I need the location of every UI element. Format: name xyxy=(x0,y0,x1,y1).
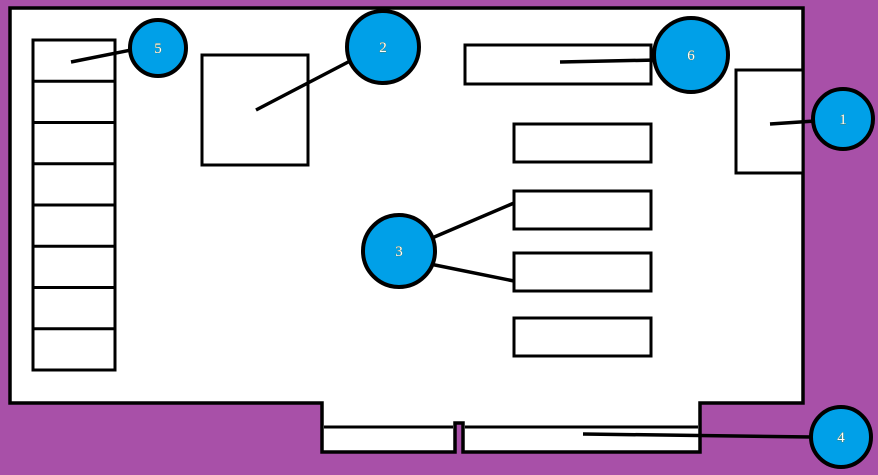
left-cell-7[interactable] xyxy=(33,288,115,329)
marker-circle-4[interactable] xyxy=(809,405,873,469)
leader-line-4 xyxy=(582,432,813,439)
marker-circle-1[interactable] xyxy=(811,87,875,151)
top-wide-rect[interactable] xyxy=(463,43,653,86)
left-cell-stack[interactable] xyxy=(31,38,117,372)
leader-line-6 xyxy=(559,58,658,64)
interior-shapes[interactable] xyxy=(200,43,805,358)
marker-circle-6[interactable] xyxy=(652,16,730,94)
marker-1[interactable]: 1 xyxy=(811,87,875,151)
left-cell-6[interactable] xyxy=(33,246,115,287)
marker-5[interactable]: 5 xyxy=(128,18,188,78)
leader-line-3-2 xyxy=(429,262,515,283)
stack-rect-2[interactable] xyxy=(512,189,653,231)
left-cell-5[interactable] xyxy=(33,205,115,246)
stack-rect-3[interactable] xyxy=(512,251,653,293)
leader-line-3-1 xyxy=(431,201,515,240)
marker-circle-2[interactable] xyxy=(345,9,421,85)
marker-3[interactable]: 3 xyxy=(361,213,437,289)
stack-rect-1[interactable] xyxy=(512,122,653,164)
marker-6[interactable]: 6 xyxy=(652,16,730,94)
left-cell-3[interactable] xyxy=(33,123,115,164)
left-cell-8[interactable] xyxy=(33,329,115,370)
leader-line-1 xyxy=(769,119,816,126)
marker-4[interactable]: 4 xyxy=(809,405,873,469)
marker-circle-5[interactable] xyxy=(128,18,188,78)
marker-leader-lines xyxy=(70,48,816,439)
stack-rect-4[interactable] xyxy=(512,316,653,358)
center-square[interactable] xyxy=(200,53,310,167)
leader-line-5 xyxy=(70,48,132,64)
leader-line-2 xyxy=(255,58,353,112)
marker-2[interactable]: 2 xyxy=(345,9,421,85)
left-cell-2[interactable] xyxy=(33,81,115,122)
left-cell-4[interactable] xyxy=(33,164,115,205)
marker-circle-3[interactable] xyxy=(361,213,437,289)
